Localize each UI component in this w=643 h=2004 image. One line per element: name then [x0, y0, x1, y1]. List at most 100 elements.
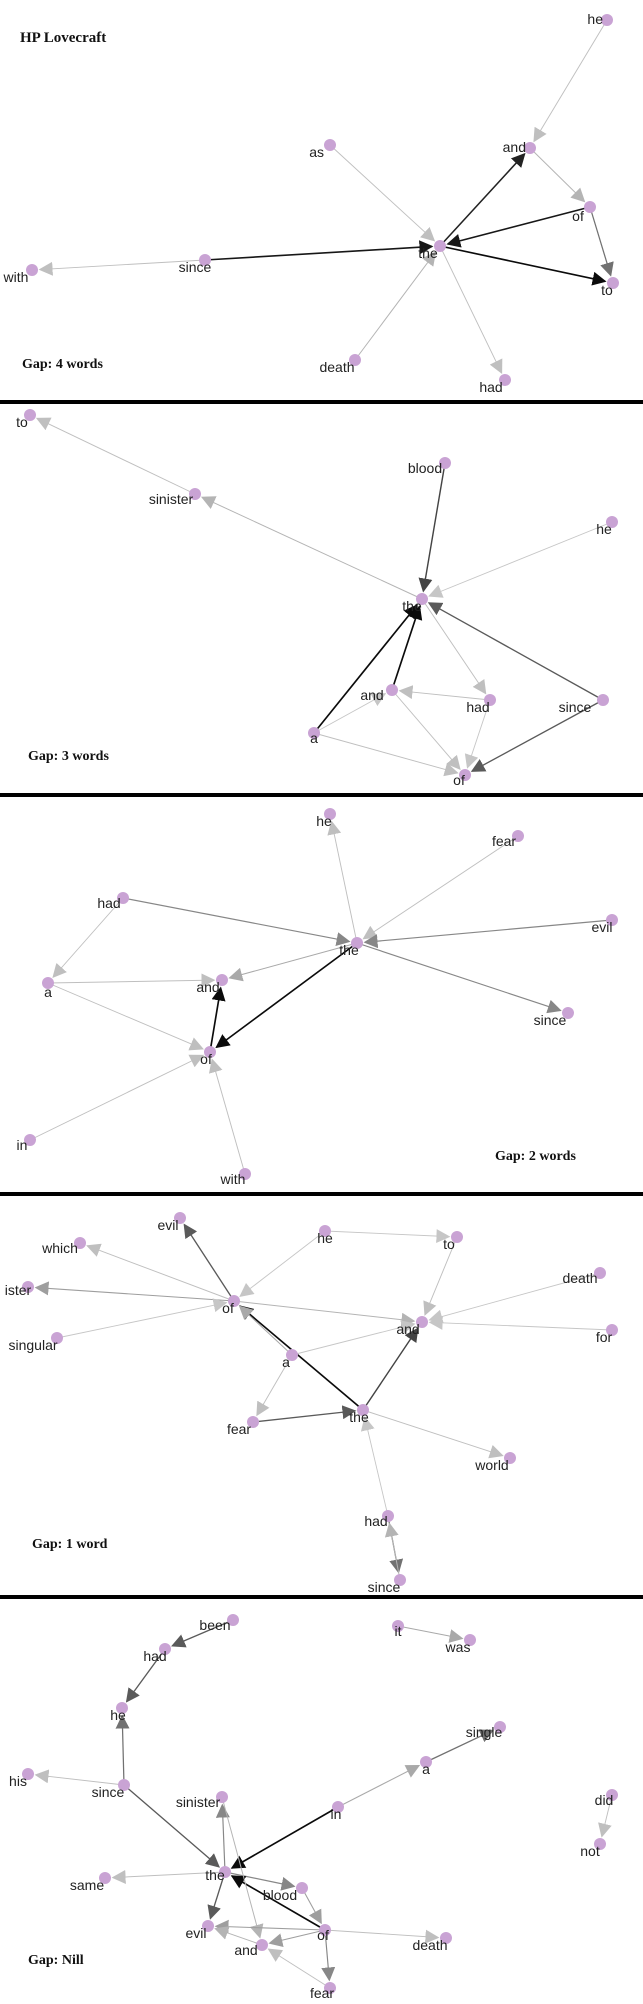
node-the [416, 593, 428, 605]
edge-and-to-of [391, 689, 461, 770]
gap-label: Gap: 1 word [32, 1537, 108, 1552]
node-label-the: the [349, 1409, 369, 1425]
edge-of-to-which [86, 1243, 235, 1302]
edge-and-to-evil [214, 1926, 263, 1946]
node-of [584, 201, 596, 213]
gap-label: Gap: Nill [28, 1953, 84, 1968]
node-of [228, 1295, 240, 1307]
edge-he-to-to [324, 1229, 451, 1244]
gap-label: Gap: 2 words [495, 1149, 576, 1164]
node-label-he: he [317, 1230, 333, 1246]
node-had [382, 1510, 394, 1522]
edge-of-to-evil [183, 1223, 235, 1302]
edge-had-to-the [122, 897, 351, 946]
node-singular [51, 1332, 63, 1344]
node-for [606, 1324, 618, 1336]
node-label-had: had [97, 895, 120, 911]
node-had [484, 694, 496, 706]
node-with [26, 264, 38, 276]
node-label-evil: evil [157, 1217, 178, 1233]
node-label-of: of [222, 1300, 234, 1316]
edge-of-to-sinister [34, 1281, 235, 1302]
edge-had-to-the [360, 1416, 389, 1517]
node-label-and: and [503, 139, 526, 155]
node-label-sinister: ister [5, 1282, 32, 1298]
edge-and-to-the [391, 605, 423, 691]
edge-of-to-to [589, 206, 614, 277]
edge-the-to-of [239, 1305, 364, 1411]
edge-a-to-of [238, 1305, 293, 1356]
figure-title: HP Lovecraft [20, 30, 106, 46]
node-and [256, 1939, 268, 1951]
node-label-blood: blood [263, 1887, 297, 1903]
node-since [394, 1574, 406, 1586]
node-label-singular: singular [8, 1337, 57, 1353]
node-label-a: a [44, 984, 52, 1000]
edge-in-to-a [337, 1765, 421, 1808]
node-evil [606, 914, 618, 926]
node-label-and: and [234, 1942, 257, 1958]
node-label-to: to [16, 414, 28, 430]
edge-had-to-of [464, 699, 491, 769]
node-single [494, 1721, 506, 1733]
panel-divider-1 [0, 793, 643, 797]
node-label-had: had [479, 379, 502, 395]
edge-evil-to-the [363, 919, 613, 949]
node-evil [202, 1920, 214, 1932]
edge-the-to-sinister [215, 1803, 230, 1873]
edge-he-to-of [239, 1230, 326, 1297]
node-a [42, 977, 54, 989]
edge-since-to-the [204, 240, 434, 261]
edge-of-to-fear [321, 1929, 336, 1982]
node-death [349, 354, 361, 366]
node-did [606, 1789, 618, 1801]
node-sinister [189, 488, 201, 500]
edge-the-to-world [362, 1409, 504, 1459]
edge-since-to-his [34, 1769, 125, 1786]
node-label-he: he [587, 11, 603, 27]
edge-had-to-he [125, 1648, 166, 1703]
node-label-he: he [316, 813, 332, 829]
gap-label: Gap: 3 words [28, 749, 109, 764]
edge-since-to-he [115, 1714, 130, 1786]
node-label-of: of [317, 1927, 329, 1943]
edge-a-to-of [47, 982, 204, 1051]
node-label-for: for [596, 1329, 613, 1345]
node-label-evil: evil [185, 1925, 206, 1941]
node-in [332, 1801, 344, 1813]
node-the [434, 240, 446, 252]
node-in [24, 1134, 36, 1146]
node-label-since: since [179, 259, 212, 275]
node-was [464, 1634, 476, 1646]
node-label-he: he [110, 1707, 126, 1723]
node-and [524, 142, 536, 154]
node-label-death: death [562, 1270, 597, 1286]
panel-gap-4: beenhadheitwassinglehissinceadidsinister… [9, 1614, 618, 2001]
node-label-did: did [595, 1792, 614, 1808]
edge-with-to-of [208, 1058, 246, 1175]
node-label-in: in [17, 1137, 28, 1153]
node-label-to: to [601, 282, 613, 298]
edge-of-to-death [324, 1929, 440, 1944]
edge-since-to-had [384, 1522, 401, 1581]
node-had [117, 892, 129, 904]
edge-a-to-the [313, 604, 418, 734]
node-had [159, 1643, 171, 1655]
node-sinister [216, 1791, 228, 1803]
node-label-a: a [282, 1354, 290, 1370]
node-fear [512, 830, 524, 842]
edge-been-to-had [171, 1619, 234, 1648]
node-blood [296, 1882, 308, 1894]
node-to [24, 409, 36, 421]
node-the [357, 1404, 369, 1416]
node-with [239, 1168, 251, 1180]
edge-a-to-single [425, 1729, 495, 1763]
node-and [216, 974, 228, 986]
edge-since-to-of [470, 699, 604, 772]
node-had [499, 374, 511, 386]
edge-in-to-of [29, 1054, 205, 1141]
edge-for-to-and [428, 1315, 613, 1331]
